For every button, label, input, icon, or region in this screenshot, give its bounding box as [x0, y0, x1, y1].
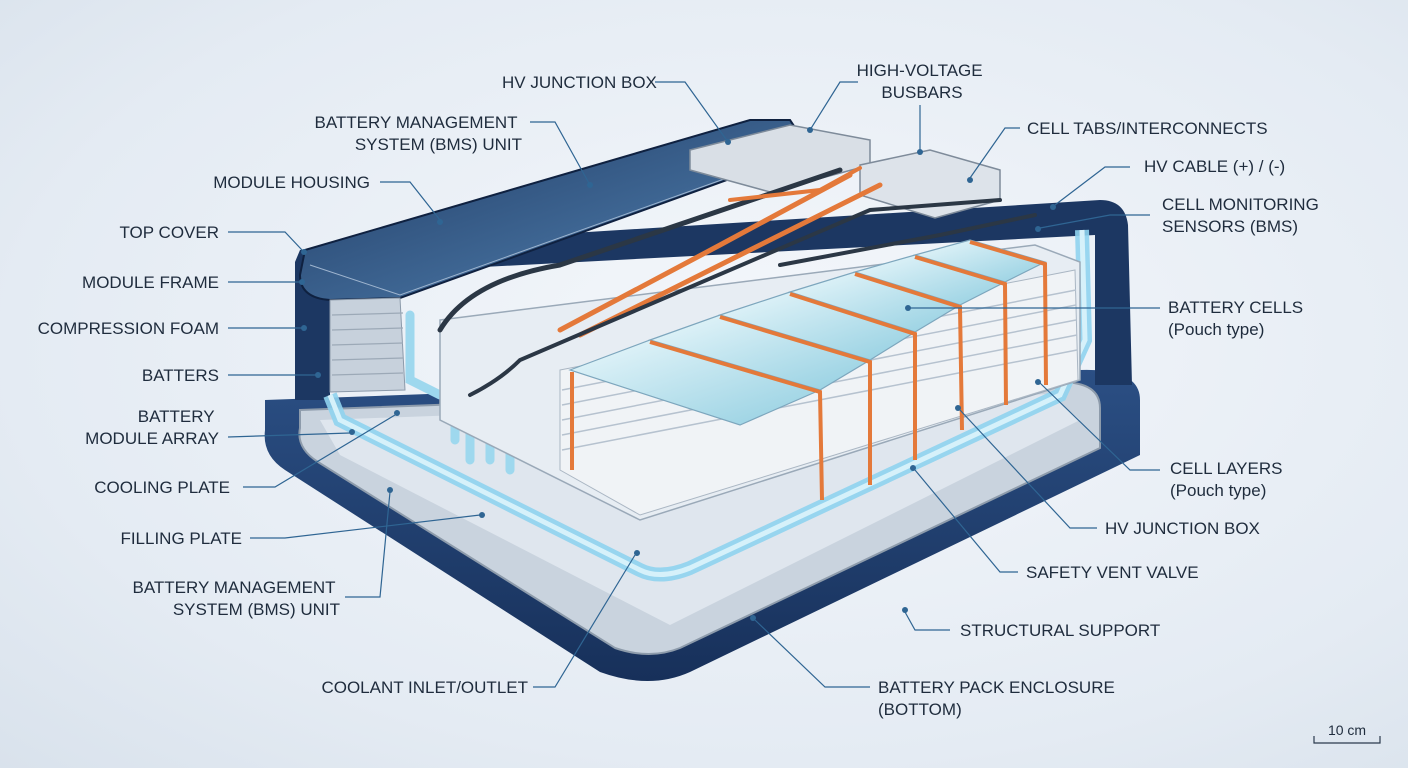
label-cell-layers-line2: (Pouch type): [1170, 481, 1266, 500]
battery-cell-stack: [439, 239, 1081, 521]
label-safety-vent: SAFETY VENT VALVE: [1026, 563, 1199, 582]
label-high-voltage-busbars: HIGH-VOLTAGE BUSBARS: [857, 61, 988, 102]
label-enclosure-line2: (BOTTOM): [878, 700, 962, 719]
label-battery-cells: BATTERY CELLS (Pouch type): [1168, 298, 1308, 339]
scale-bar: 10 cm: [1313, 722, 1381, 744]
leader-lines: [227, 81, 1160, 688]
label-cell-monitoring-line2: SENSORS (BMS): [1162, 217, 1298, 236]
label-coolant: COOLANT INLET/OUTLET: [321, 678, 528, 697]
label-enclosure-line1: BATTERY PACK ENCLOSURE: [878, 678, 1115, 697]
scale-bar-label: 10 cm: [1328, 722, 1366, 738]
label-hv-cable: HV CABLE (+) / (-): [1144, 157, 1285, 176]
label-batters: BATTERS: [142, 366, 219, 385]
label-high-voltage-busbars-line1: HIGH-VOLTAGE: [857, 61, 983, 80]
label-high-voltage-busbars-line2: BUSBARS: [881, 83, 962, 102]
label-enclosure: BATTERY PACK ENCLOSURE (BOTTOM): [878, 678, 1120, 719]
label-battery-cells-line2: (Pouch type): [1168, 320, 1264, 339]
label-cell-monitoring-line1: CELL MONITORING: [1162, 195, 1319, 214]
label-bms-unit-bottom: BATTERY MANAGEMENT SYSTEM (BMS) UNIT: [132, 578, 340, 619]
labels: HV JUNCTION BOX HIGH-VOLTAGE BUSBARS BAT…: [38, 61, 1324, 719]
label-bms-unit-bottom-line2: SYSTEM (BMS) UNIT: [173, 600, 340, 619]
label-battery-module-array-line1: BATTERY: [138, 407, 215, 426]
label-module-frame: MODULE FRAME: [82, 273, 219, 292]
label-battery-module-array-line2: MODULE ARRAY: [85, 429, 219, 448]
top-cover: [298, 119, 812, 393]
hv-cables: [437, 166, 1037, 397]
label-compression-foam: COMPRESSION FOAM: [38, 319, 219, 338]
label-cell-layers-line1: CELL LAYERS: [1170, 459, 1282, 478]
label-battery-cells-line1: BATTERY CELLS: [1168, 298, 1303, 317]
label-bms-unit-top-line1: BATTERY MANAGEMENT: [314, 113, 517, 132]
label-cell-layers: CELL LAYERS (Pouch type): [1170, 459, 1287, 500]
label-cooling-plate: COOLING PLATE: [94, 478, 230, 497]
label-top-cover: TOP COVER: [119, 223, 219, 242]
label-module-housing: MODULE HOUSING: [213, 173, 370, 192]
label-hv-junction-box-right: HV JUNCTION BOX: [1105, 519, 1260, 538]
label-structural-support: STRUCTURAL SUPPORT: [960, 621, 1160, 640]
label-cell-monitoring: CELL MONITORING SENSORS (BMS): [1162, 195, 1324, 236]
label-bms-unit-top: BATTERY MANAGEMENT SYSTEM (BMS) UNIT: [314, 113, 522, 154]
label-bms-unit-bottom-line1: BATTERY MANAGEMENT: [132, 578, 335, 597]
label-cell-tabs: CELL TABS/INTERCONNECTS: [1027, 119, 1268, 138]
label-bms-unit-top-line2: SYSTEM (BMS) UNIT: [355, 135, 522, 154]
label-filling-plate: FILLING PLATE: [120, 529, 242, 548]
label-battery-module-array: BATTERY MODULE ARRAY: [85, 407, 219, 448]
label-hv-junction-box-top: HV JUNCTION BOX: [502, 73, 657, 92]
